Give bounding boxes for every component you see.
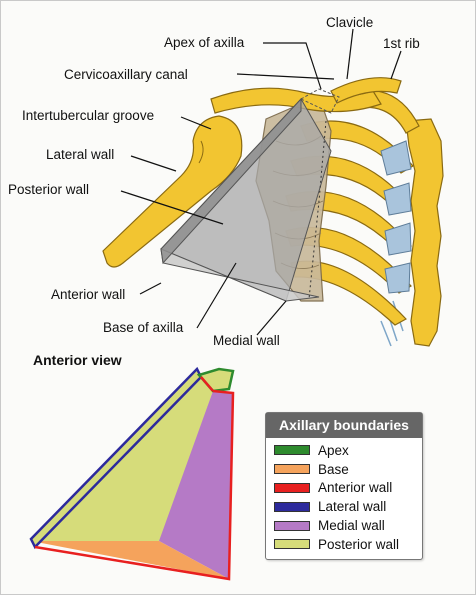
legend-label-medial-wall: Medial wall (318, 518, 385, 534)
legend-label-apex: Apex (318, 442, 349, 458)
legend-swatch-lateral-wall (274, 501, 310, 512)
label-clavicle: Clavicle (326, 15, 373, 30)
schematic-base (31, 541, 229, 579)
legend-item-medial-wall: Medial wall (266, 516, 422, 535)
label-intertubercular-groove: Intertubercular groove (22, 108, 154, 123)
label-apex-of-axilla: Apex of axilla (164, 35, 245, 50)
legend-list: Apex Base Anterior wall Lateral wall Med… (266, 438, 422, 559)
vertebral-column (405, 118, 444, 347)
schematic-medial-wall (159, 391, 233, 579)
label-base-of-axilla: Base of axilla (103, 320, 184, 335)
anterior-wall-shape (160, 97, 302, 265)
label-cervicoaxillary-canal: Cervicoaxillary canal (64, 67, 188, 82)
legend-title: Axillary boundaries (266, 413, 422, 438)
legend-swatch-anterior-wall (274, 482, 310, 493)
label-medial-wall: Medial wall (213, 333, 280, 348)
legend-label-base: Base (318, 461, 349, 477)
legend-label-lateral-wall: Lateral wall (318, 499, 387, 515)
legend-label-posterior-wall: Posterior wall (318, 536, 400, 552)
apex-outline (299, 88, 340, 114)
legend-swatch-posterior-wall (274, 539, 310, 550)
leader-lines (120, 28, 402, 336)
axilla-schematic (29, 366, 235, 581)
legend-item-posterior-wall: Posterior wall (266, 535, 422, 554)
legend-swatch-base (274, 464, 310, 475)
anatomy-drawing (102, 77, 444, 347)
clavicle-bone (210, 87, 382, 114)
label-posterior-wall: Posterior wall (8, 182, 89, 197)
legend-item-lateral-wall: Lateral wall (266, 497, 422, 516)
schematic-anterior-wall-edges (34, 389, 235, 581)
legend-swatch-apex (274, 445, 310, 456)
legend-item-anterior-wall: Anterior wall (266, 479, 422, 498)
label-lateral-wall: Lateral wall (46, 147, 114, 162)
intertubercular-groove-line (198, 140, 204, 164)
schematic-anterior-apex-edge (200, 376, 214, 392)
medial-wall-dashed (308, 120, 327, 300)
costal-cartilages (380, 140, 412, 294)
first-rib-bone (330, 77, 402, 104)
legend-item-base: Base (266, 460, 422, 479)
humerus-bone (102, 115, 243, 268)
legend-swatch-medial-wall (274, 520, 310, 531)
label-first-rib: 1st rib (383, 36, 420, 51)
legend-label-anterior-wall: Anterior wall (318, 480, 393, 496)
legend-item-apex: Apex (266, 441, 422, 460)
legend-box: Axillary boundaries Apex Base Anterior w… (265, 412, 423, 560)
label-anterior-wall: Anterior wall (51, 287, 125, 302)
view-caption: Anterior view (33, 352, 122, 368)
